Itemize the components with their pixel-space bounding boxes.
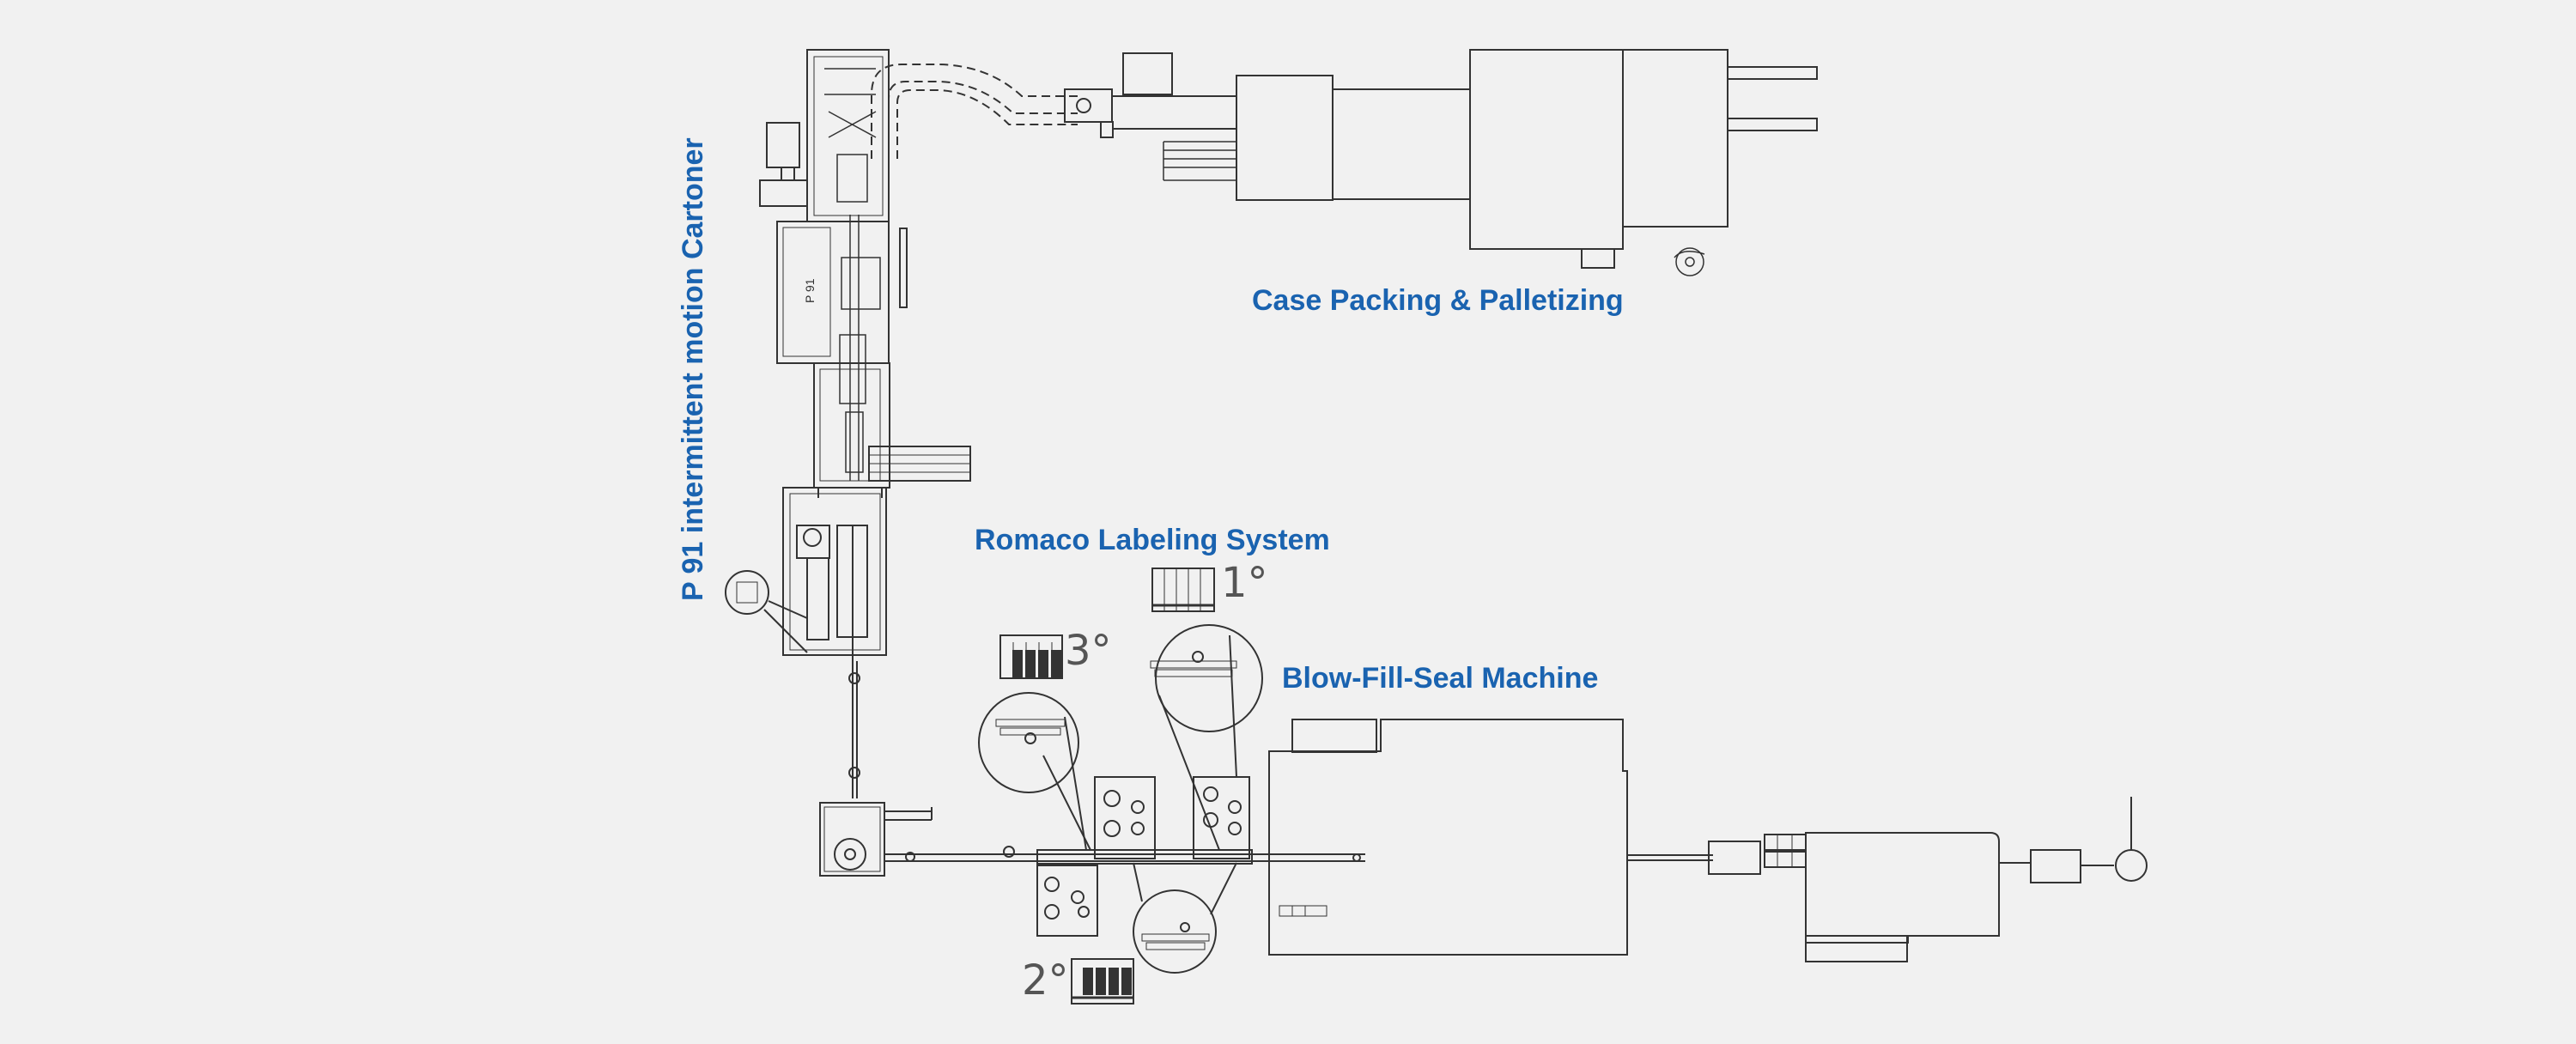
- bfs-auxiliary-units: [1708, 797, 2148, 962]
- cartoner-panel-label: P 91: [803, 278, 817, 303]
- main-conveyor: [884, 846, 1365, 865]
- feed-unit: [725, 487, 887, 798]
- labeler-1-rack: [1151, 568, 1215, 612]
- operator-panel: [725, 570, 769, 615]
- labeler-center-unit: [1094, 776, 1156, 859]
- cartoner-label: P 91 intermittent motion Cartoner: [677, 137, 709, 601]
- labeler-3-detail-bubble: [978, 692, 1079, 793]
- station-number-1: 1°: [1221, 559, 1268, 607]
- bfs-machine-label: Blow-Fill-Seal Machine: [1282, 662, 1599, 695]
- operator-icon: [1674, 247, 1705, 276]
- labeler-station-1: [1150, 568, 1263, 859]
- palletizer-unit: [1469, 49, 1624, 250]
- case-packer: [1064, 49, 1818, 276]
- labeler-station-2: [1036, 862, 1237, 1005]
- labeler-3-rack: [999, 634, 1063, 679]
- cartoner-machine: P 91: [759, 49, 971, 498]
- labeler-2-rack: [1071, 958, 1134, 1005]
- station-number-3: 3°: [1065, 627, 1112, 675]
- unscrambler: [819, 802, 933, 877]
- station-number-2: 2°: [1022, 956, 1069, 1005]
- labeler-1-detail-bubble: [1155, 624, 1263, 732]
- labeling-system-label: Romaco Labeling System: [975, 524, 1330, 556]
- cartoner-main-unit: [776, 221, 890, 364]
- labeler-2-detail-bubble: [1133, 889, 1217, 974]
- labeler-station-3: [978, 634, 1091, 851]
- bfs-machine: [1268, 719, 1713, 956]
- dashed-conveyor-curve: [871, 64, 1078, 159]
- case-packing-label: Case Packing & Palletizing: [1252, 284, 1624, 317]
